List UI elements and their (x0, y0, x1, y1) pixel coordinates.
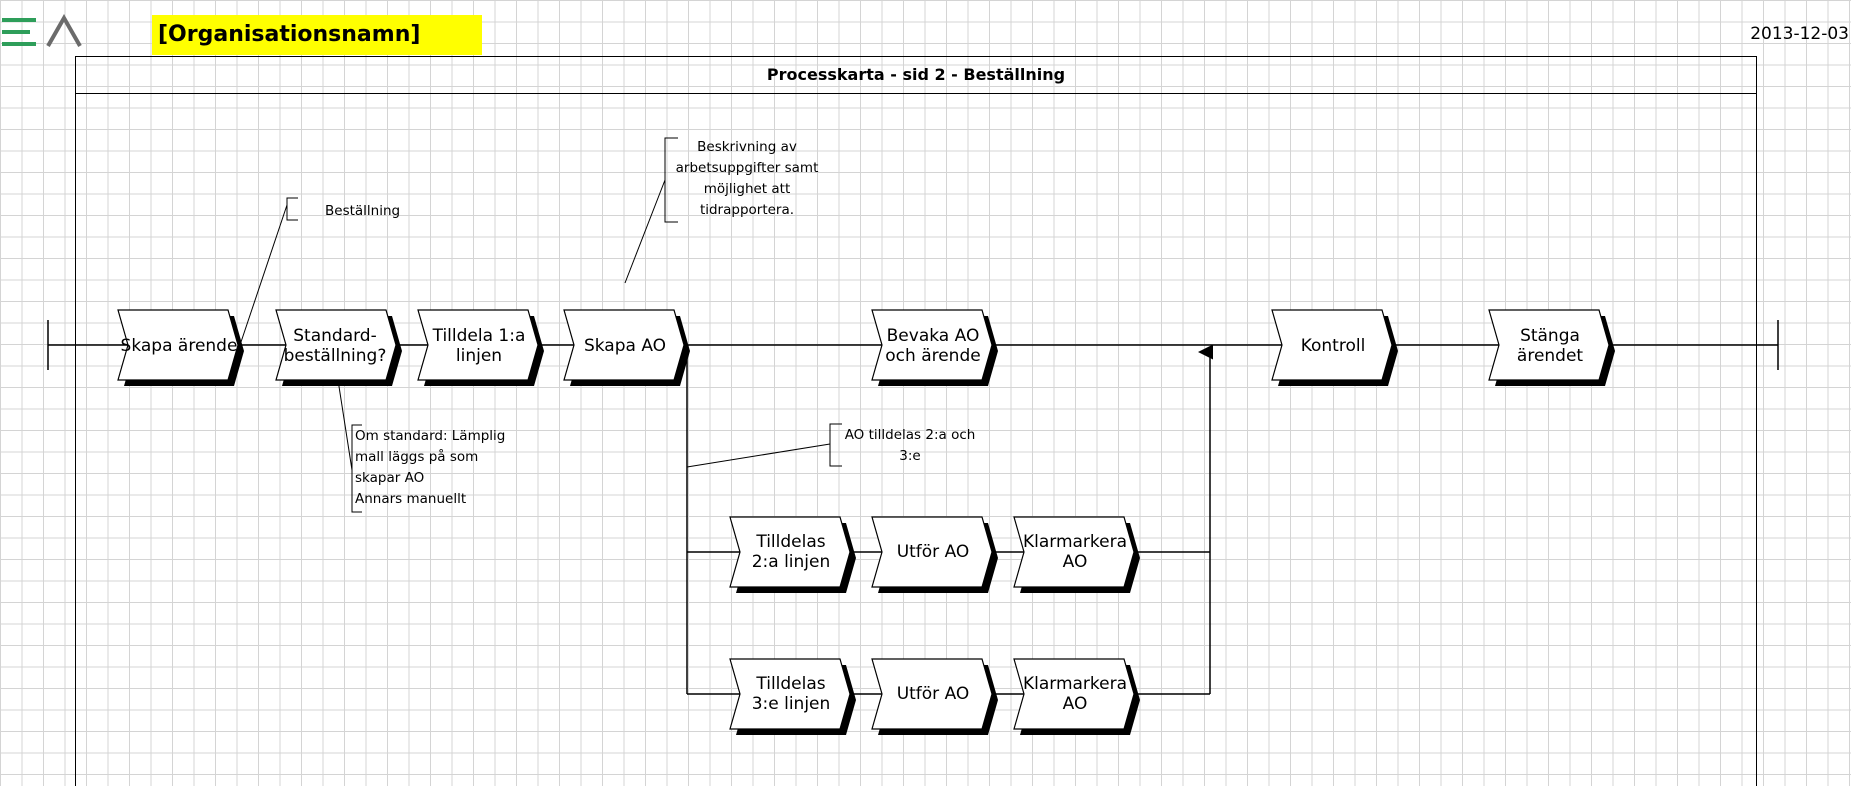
shape-klarmarkera-ao-row2 (1013, 516, 1140, 593)
callouts (239, 137, 842, 513)
node-utfor-ao-row2: Utför AO (896, 542, 970, 562)
note-ao-tilldelas: AO tilldelas 2:a och 3:e (844, 427, 976, 464)
node-tilldelas-2a-linjen: Tilldelas 2:a linjen (751, 532, 831, 572)
callout-line-om-standard (337, 379, 353, 471)
shape-skapa-ao-body (563, 309, 685, 381)
shape-standard-bestallning-body (275, 309, 397, 381)
node-skapa-arende: Skapa ärende (120, 336, 238, 356)
diagram-frame (75, 56, 1757, 786)
node-tilldela-1a-linjen: Tilldela 1:a linjen (432, 326, 526, 366)
callout-line-ao-tilldelas (686, 443, 831, 468)
note-om-standard: Om standard: Lämplig mall läggs på som s… (355, 428, 506, 507)
node-bevaka-ao: Bevaka AO och ärende (885, 326, 981, 366)
shape-utfor-ao-row3 (871, 658, 998, 735)
shape-stanga-arendet-body (1488, 309, 1610, 381)
diagram-title: Processkarta - sid 2 - Beställning (75, 56, 1757, 94)
shape-stanga-arendet (1488, 309, 1615, 386)
note-bestallning: Beställning (325, 203, 401, 219)
shape-tilldela-1a-linjen-body (417, 309, 539, 381)
document-date: 2013-12-03 (1750, 24, 1849, 44)
shape-kontroll (1271, 309, 1398, 386)
shape-tilldelas-2a-linjen-body (729, 516, 851, 588)
node-tilldelas-3e-linjen: Tilldelas 3:e linjen (751, 674, 831, 714)
organisation-logo (2, 13, 82, 47)
node-stanga-arendet: Stänga ärendet (1516, 326, 1584, 366)
shape-utfor-ao-row2 (871, 516, 998, 593)
organisation-name: [Organisationsnamn] (152, 15, 482, 55)
shape-klarmarkera-ao-row3 (1013, 658, 1140, 735)
node-skapa-ao: Skapa AO (583, 336, 667, 356)
callout-bracket-bestallning (286, 197, 298, 221)
node-klarmarkera-ao-row2: Klarmarkera AO (1022, 532, 1128, 572)
shape-tilldelas-3e-linjen (729, 658, 856, 735)
shape-skapa-arende (117, 309, 244, 386)
node-utfor-ao-row3: Utför AO (896, 684, 970, 704)
shape-standard-bestallning (275, 309, 402, 386)
callout-bracket-ao-tilldelas (829, 423, 842, 467)
shape-utfor-ao-row2-body (871, 516, 993, 588)
shape-skapa-arende-body (117, 309, 239, 381)
node-standard-bestallning: Standard- beställning? (283, 326, 387, 366)
shape-klarmarkera-ao-row3-body (1013, 658, 1135, 730)
shape-utfor-ao-row3-body (871, 658, 993, 730)
callout-line-bestallning (239, 204, 288, 346)
shape-klarmarkera-ao-row2-body (1013, 516, 1135, 588)
node-kontroll: Kontroll (1300, 336, 1366, 356)
callout-bracket-om-standard (351, 424, 362, 513)
shape-tilldelas-2a-linjen (729, 516, 856, 593)
shape-tilldela-1a-linjen (417, 309, 544, 386)
shape-tilldelas-3e-linjen-body (729, 658, 851, 730)
shape-skapa-ao (563, 309, 690, 386)
shape-bevaka-ao-body (871, 309, 993, 381)
shape-bevaka-ao (871, 309, 998, 386)
node-klarmarkera-ao-row3: Klarmarkera AO (1022, 674, 1128, 714)
note-beskrivning: Beskrivning av arbetsuppgifter samt möjl… (675, 139, 819, 218)
callout-bracket-beskrivning (664, 137, 678, 223)
shape-kontroll-body (1271, 309, 1393, 381)
callout-line-beskrivning (624, 179, 666, 284)
